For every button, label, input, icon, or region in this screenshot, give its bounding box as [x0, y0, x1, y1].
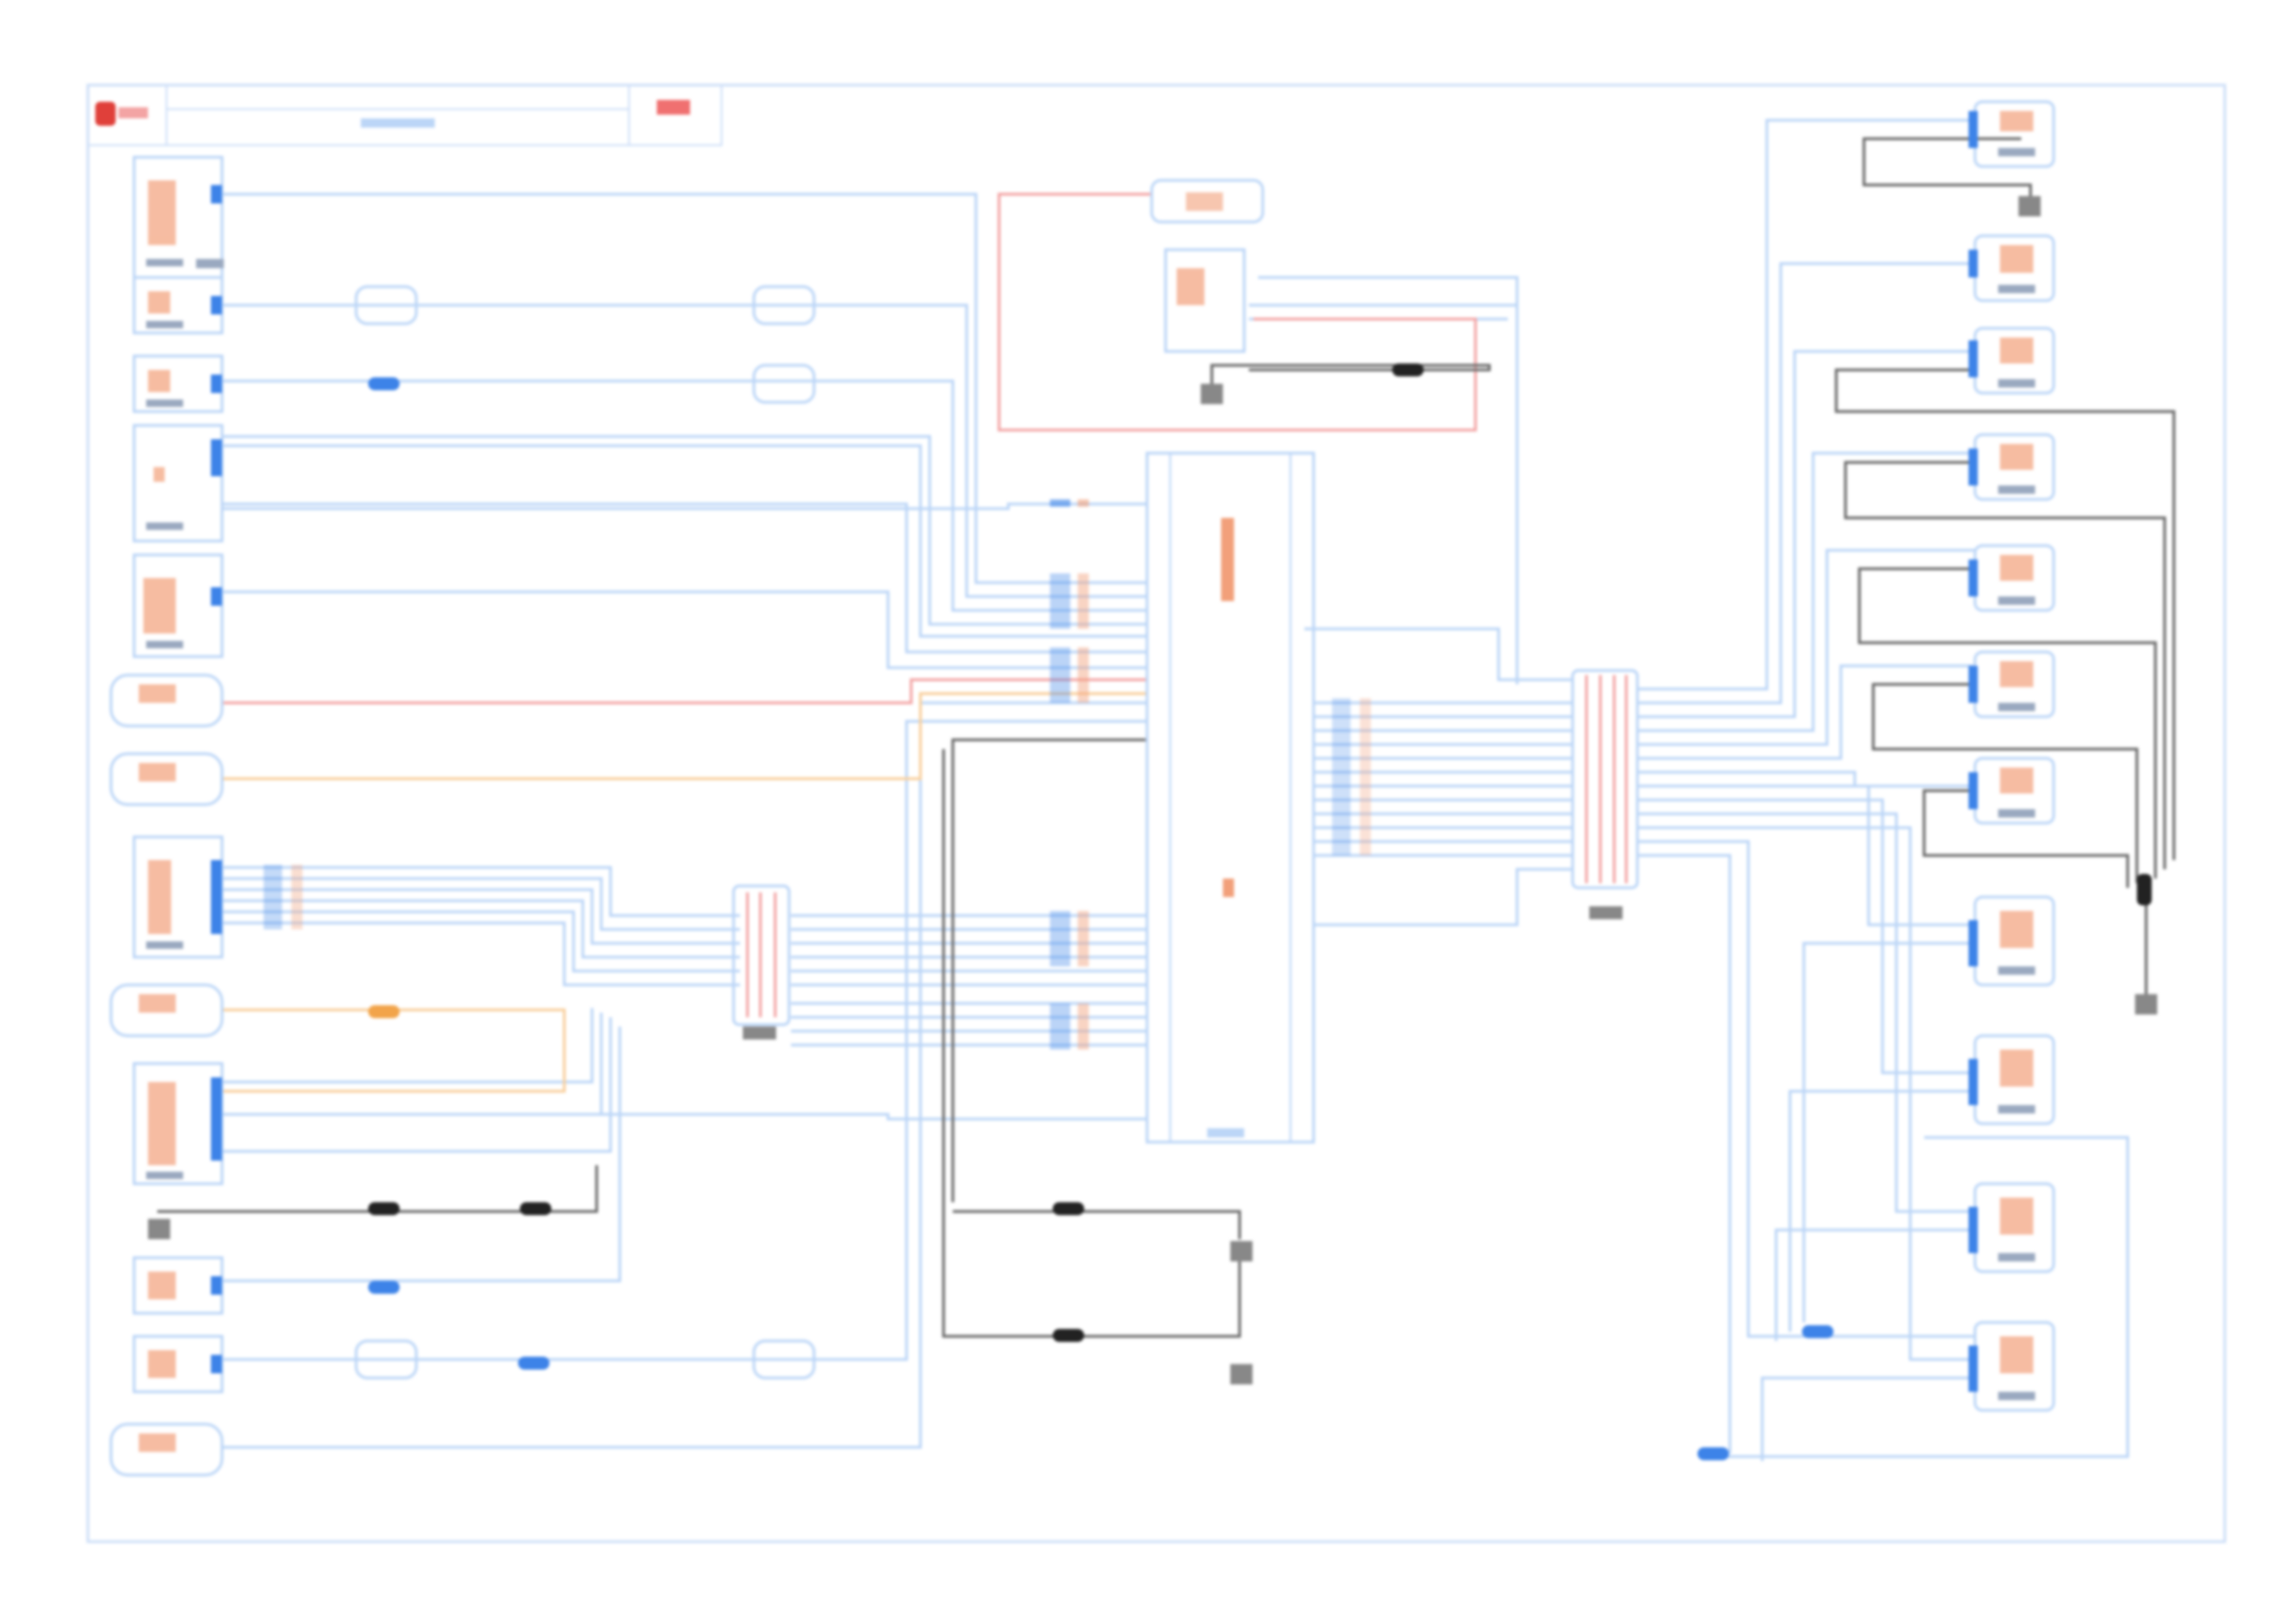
- component-l7: [109, 752, 224, 806]
- center-module: [1145, 451, 1315, 1144]
- component-l6: [109, 673, 224, 728]
- component-l11: [132, 1256, 224, 1315]
- logo: [95, 102, 116, 126]
- ground-symbols: [148, 196, 2157, 1384]
- top-module: [1150, 178, 1265, 353]
- diagram-frame: [86, 83, 2227, 1543]
- right-component-labels: [1998, 148, 2035, 1400]
- component-l9: [109, 983, 224, 1038]
- left-pins: [211, 185, 222, 1373]
- component-l12: [132, 1334, 224, 1394]
- wires-blue: [222, 118, 2129, 1461]
- wires-ground: [157, 137, 2176, 1338]
- wires-red: [222, 192, 1477, 705]
- title-block-code: [657, 100, 690, 115]
- left-component-symbols: [139, 180, 176, 1452]
- component-l4: [132, 424, 224, 543]
- connector-a: [732, 884, 791, 1039]
- connector-b: [1571, 669, 1639, 919]
- wire-marks: [264, 499, 1371, 1050]
- splices: [368, 363, 2152, 1460]
- component-l10: [132, 1062, 224, 1186]
- title-block: [87, 84, 722, 146]
- component-l13: [109, 1422, 224, 1477]
- right-component-symbols: [2000, 111, 2033, 1373]
- component-l8: [132, 835, 224, 959]
- inline-connectors: [354, 285, 816, 1380]
- right-pins: [1969, 111, 1978, 1392]
- left-component-labels: [146, 259, 224, 1179]
